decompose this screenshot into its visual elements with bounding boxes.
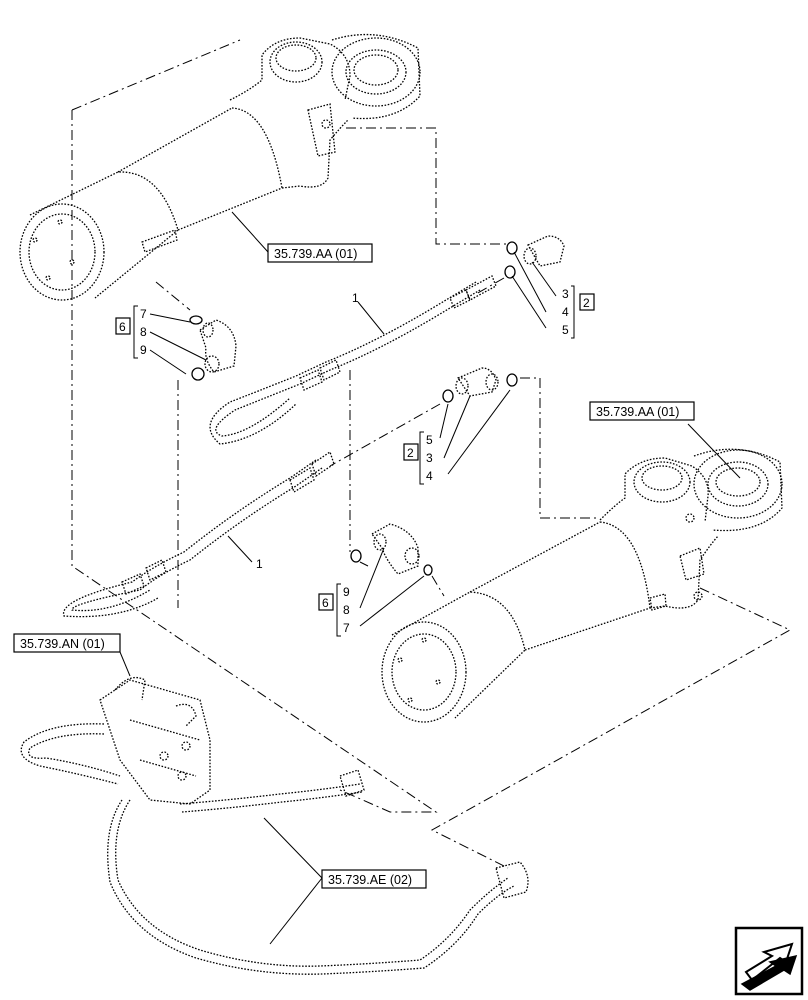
kit-box-2 (403, 443, 419, 461)
ref-text-cylinder-top: 35.739.AA (01) (274, 247, 357, 261)
callout-7: 7 (140, 307, 147, 321)
ref-box-hoses[interactable]: 35.739.AE (02) (321, 869, 427, 889)
control-valve (99, 676, 211, 805)
hose-upper-label: 1 (352, 291, 359, 305)
reference-labels: 35.739.AA (01) 35.739.AA (01) 35.739.AN … (13, 243, 695, 889)
callout-8: 8 (140, 325, 147, 339)
upper-hydraulic-cylinder (19, 33, 421, 301)
callout-3: 3 (562, 287, 569, 301)
callout-8: 8 (343, 603, 350, 617)
leader-lines (119, 211, 741, 945)
connection-lines (71, 39, 792, 869)
elbow-lower (350, 523, 433, 576)
callout-kit-6: 6 (322, 596, 329, 610)
fitting-group-top: 3 4 5 2 (562, 285, 595, 339)
kit-box-6 (115, 317, 131, 335)
callout-5: 5 (562, 323, 569, 337)
ref-box-cylinder-right[interactable]: 35.739.AA (01) (589, 401, 695, 421)
elbow-group-bottom: 9 8 7 6 (318, 583, 350, 637)
lower-hydraulic-cylinder (381, 448, 783, 723)
kit-box-6 (318, 593, 334, 611)
ref-box-cylinder-top[interactable]: 35.739.AA (01) (267, 243, 373, 263)
callout-3: 3 (426, 451, 433, 465)
ref-text-hoses: 35.739.AE (02) (328, 873, 412, 887)
wiring-harness (20, 723, 529, 975)
hose-middle (62, 450, 335, 618)
callout-kit-2: 2 (583, 296, 590, 310)
ref-text-valve: 35.739.AN (01) (20, 637, 105, 651)
fitting-middle (442, 367, 518, 403)
hose-upper (209, 275, 497, 445)
fitting-upper-right (504, 235, 565, 279)
callout-labels: 1 1 3 4 5 2 5 3 4 2 7 8 9 6 (115, 285, 595, 637)
callout-kit-2: 2 (407, 446, 414, 460)
callout-4: 4 (426, 469, 433, 483)
callout-kit-6: 6 (119, 320, 126, 334)
kit-box-2 (579, 293, 595, 311)
callout-9: 9 (343, 585, 350, 599)
ref-text-cylinder-right: 35.739.AA (01) (596, 405, 679, 419)
elbow-group-top: 7 8 9 6 (115, 305, 147, 359)
fitting-group-middle: 5 3 4 2 (403, 431, 433, 485)
page-turn-arrow-icon[interactable] (734, 926, 804, 996)
callout-4: 4 (562, 305, 569, 319)
hose-middle-label: 1 (256, 557, 263, 571)
callout-9: 9 (140, 343, 147, 357)
ref-box-valve[interactable]: 35.739.AN (01) (13, 633, 121, 653)
callout-7: 7 (343, 621, 350, 635)
elbow-upper-left (189, 315, 237, 381)
callout-5: 5 (426, 433, 433, 447)
